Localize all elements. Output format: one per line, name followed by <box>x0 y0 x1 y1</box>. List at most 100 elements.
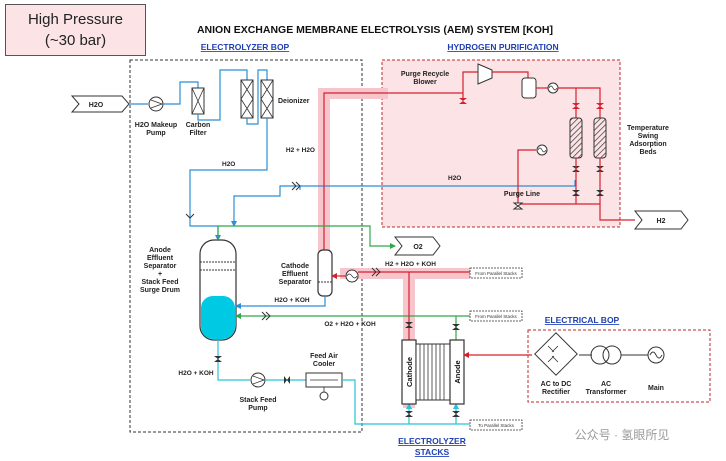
deionizer-a-icon <box>240 79 254 119</box>
h2o-makeup-pump-label-2: Pump <box>146 130 165 137</box>
anode-plate <box>449 339 465 405</box>
valve-bed-b-top <box>596 103 604 109</box>
section-hydrogen-purification: HYDROGEN PURIFICATION <box>447 42 558 52</box>
stack-feed-pump-label-1: Stack Feed <box>240 397 277 404</box>
feed-air-cooler-label-2: Cooler <box>313 361 335 368</box>
anode-sep-label-2: Effluent <box>147 255 174 262</box>
electrical-bop-box <box>527 329 711 403</box>
h2-line-blower-out <box>492 71 529 78</box>
rectifier-label-1: AC to DC <box>541 381 572 388</box>
koh-line-cooler-to-stacks <box>342 379 470 425</box>
cathode-sep-label-3: Separator <box>279 279 312 286</box>
pressure-note: High Pressure (~30 bar) <box>5 4 146 56</box>
purge-recycle-blower-icon <box>477 63 493 85</box>
transformer-label-1: AC <box>601 381 611 388</box>
h2-line-to-purification <box>323 92 385 250</box>
purge-recycle-blower-label-2: Blower <box>413 79 437 86</box>
cathode-label: Cathode <box>405 357 414 387</box>
main-power-label: Main <box>648 385 664 392</box>
check-valve-anode-return <box>261 311 271 321</box>
valve-pump-discharge <box>284 376 290 384</box>
anode-label: Anode <box>453 360 462 383</box>
from-parallel-stacks-box-1 <box>469 267 523 279</box>
h2-h2o-stream-label: H2 + H2O <box>286 147 315 154</box>
h2-line-product <box>576 203 635 221</box>
anode-sep-label-3: Separator <box>144 263 177 270</box>
section-electrolyzer-bop: ELECTROLYZER BOP <box>201 42 290 52</box>
main-power-wave <box>649 351 663 359</box>
membrane-stack <box>415 343 451 401</box>
h2-line-blower <box>462 71 478 93</box>
stack-feed-pump-impeller <box>252 375 266 385</box>
pressure-note-line1: High Pressure <box>27 11 124 28</box>
cathode-separator-vessel <box>317 249 333 297</box>
feed-air-cooler-label-1: Feed Air <box>310 353 338 360</box>
o2-outlet-arrow <box>393 236 441 256</box>
feed-air-cooler-fan-icon <box>319 391 329 401</box>
tsa-bed-b-icon <box>593 117 607 159</box>
h2-highlight-return <box>340 268 470 279</box>
h2-outlet-label: H2 <box>657 218 666 225</box>
transformer-coil-2 <box>602 345 622 365</box>
tsa-label-2: Swing <box>638 133 659 140</box>
valve-separator-outlet <box>214 356 222 362</box>
check-valve-recycle <box>291 181 301 191</box>
rectifier-diodes <box>547 345 559 363</box>
h2-outlet-arrow <box>633 210 689 230</box>
koh-line-separator-out <box>217 340 250 381</box>
valve-purification-inlet <box>459 98 467 104</box>
water-line-recycle-down <box>231 185 300 227</box>
water-line-deionizer-ab <box>246 69 268 125</box>
h2o-koh-stream-label-1: H2O + KOH <box>274 297 310 304</box>
anode-sep-label-4: + <box>158 271 162 278</box>
tsa-label-3: Adsorption <box>629 141 666 148</box>
from-parallel-stacks-label-1: From Parallel Stacks <box>475 271 517 276</box>
section-electrolyzer-stacks-1: ELECTROLYZER <box>398 436 466 446</box>
anode-separator-liquid <box>201 296 235 339</box>
to-parallel-stacks-box <box>469 419 523 431</box>
anode-sep-label-1: Anode <box>149 247 171 254</box>
pressure-note-line2: (~30 bar) <box>44 32 107 49</box>
valve-bed-a-top <box>572 103 580 109</box>
h2o-koh-stream-label-2: H2O + KOH <box>178 370 214 377</box>
valve-anode-return <box>452 324 460 330</box>
rectifier-bridge <box>534 332 578 376</box>
check-valve-water <box>185 213 195 219</box>
tsa-label-4: Beds <box>639 149 656 156</box>
carbon-filter-label-2: Filter <box>189 130 206 137</box>
carbon-filter-label-1: Carbon <box>186 122 211 129</box>
purge-valve-icon <box>512 202 524 210</box>
tsa-label-1: Temperature <box>627 125 669 132</box>
knockout-drum-icon <box>521 77 537 99</box>
o2-outlet-label: O2 <box>413 244 422 251</box>
section-electrical-bop: ELECTRICAL BOP <box>545 315 620 325</box>
water-line-pump-filter <box>163 81 199 105</box>
cathode-sep-label-1: Cathode <box>281 263 309 270</box>
transformer-label-2: Transformer <box>586 389 627 396</box>
koh-line-cathode-liquid <box>235 296 326 309</box>
stack-feed-pump-label-2: Pump <box>248 405 267 412</box>
h2o-stream-label-1: H2O <box>222 161 235 168</box>
electrolyzer-bop-box <box>129 59 363 433</box>
water-line-tsa-return <box>299 180 576 190</box>
transformer-coil-1 <box>590 345 610 365</box>
membrane-cells <box>419 344 445 400</box>
h2o-inlet-label: H2O <box>89 102 104 109</box>
deionizer-b-mesh <box>260 79 274 119</box>
cathode-sep-label-2: Effluent <box>282 271 309 278</box>
o2-koh-line-anode-return <box>455 315 470 340</box>
valve-cathode-feed <box>405 411 413 417</box>
purge-line-label: Purge Line <box>504 191 540 198</box>
to-parallel-stacks-label: To Parallel Stacks <box>478 423 515 428</box>
h2o-inlet-arrow <box>70 95 130 113</box>
deionizer-label: Deionizer <box>278 98 310 105</box>
valve-anode-feed <box>452 411 460 417</box>
diagram-title: ANION EXCHANGE MEMBRANE ELECTROLYSIS (AE… <box>197 24 553 36</box>
from-parallel-stacks-label-2: From Parallel Stacks <box>475 314 517 319</box>
purge-heater-coil <box>537 147 547 153</box>
deionizer-a-mesh <box>240 79 254 119</box>
valve-bed-b-outlet <box>596 190 604 196</box>
check-valve-cathode <box>371 267 381 277</box>
o2-line-out <box>217 225 396 249</box>
